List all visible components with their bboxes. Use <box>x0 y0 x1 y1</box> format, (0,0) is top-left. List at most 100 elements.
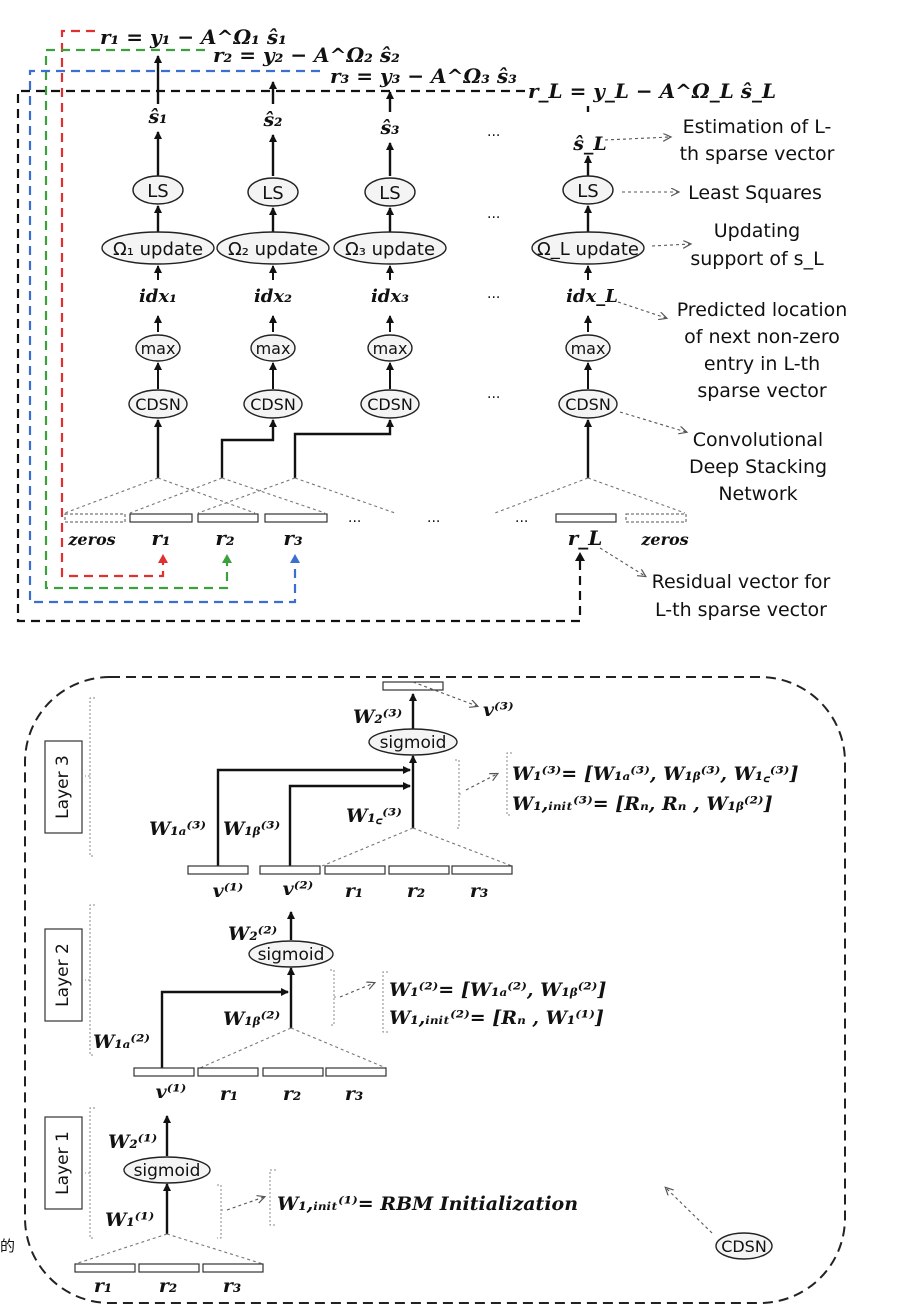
loop-rL <box>16 89 585 623</box>
max-label-2: max <box>256 339 291 358</box>
note-updating-1: Updating <box>714 220 801 242</box>
column-3: ŝ₃ LS Ω₃ update idx₃ max CDSN <box>293 91 447 478</box>
w1-1-label: W₁⁽¹⁾ <box>105 1209 154 1231</box>
note-cdsn-2: Deep Stacking <box>689 456 827 478</box>
svg-text:...: ... <box>515 510 528 526</box>
l2-v1-box <box>133 1067 195 1077</box>
w1c-3-label: W₁꜀⁽³⁾ <box>346 805 402 827</box>
ls-node-3 <box>364 177 416 207</box>
ls-label-3: LS <box>379 183 400 204</box>
note-predicted-4: sparse vector <box>697 380 826 402</box>
residual-equations: r₁ = y₁ − A^Ω₁ ŝ₁ r₂ = y₂ − A^Ω₂ ŝ₂ r₃ =… <box>100 25 776 103</box>
top-feedback-loops <box>16 29 585 623</box>
l1-r1-box <box>74 1263 136 1273</box>
column-L: ŝ_L LS Ω_L update idx_L max CDSN <box>531 106 645 478</box>
l2-r2-box <box>262 1067 324 1077</box>
layer-labels: Layer 3 Layer 2 Layer 1 <box>44 740 83 1210</box>
note-predicted-3: entry in L-th <box>704 353 820 375</box>
idx-3: idx₃ <box>371 286 409 307</box>
cdsn-legend-node <box>715 1232 773 1260</box>
l3-r3-box <box>451 865 513 875</box>
l3-r1-box <box>324 865 386 875</box>
update-label-3: Ω₃ update <box>345 239 435 260</box>
cdsn-node-L <box>558 389 618 419</box>
l3-v2-label: v⁽²⁾ <box>283 878 314 900</box>
idx-1: idx₁ <box>139 286 177 307</box>
l3-r1-label: r₁ <box>345 880 363 902</box>
l1-r3-box <box>202 1263 264 1273</box>
layer1-box <box>44 1116 83 1210</box>
note-updating-2: support of s_L <box>690 248 824 270</box>
column-2: ŝ₂ LS Ω₂ update idx₂ max CDSN <box>216 81 330 478</box>
svg-text:...: ... <box>348 510 361 526</box>
max-label-1: max <box>141 339 176 358</box>
idx-L: idx_L <box>566 286 618 307</box>
cdsn-node-3 <box>360 389 420 419</box>
sigmoid-label-1: sigmoid <box>134 1161 201 1181</box>
layer-3: v⁽³⁾ W₂⁽³⁾ sigmoid W₁ₐ⁽³⁾ W₁ᵦ⁽³⁾ W₁꜀⁽³⁾ … <box>149 681 798 902</box>
layer-1: W₂⁽¹⁾ sigmoid W₁⁽¹⁾ W₁,ᵢₙᵢₜ⁽¹⁾= RBM Init… <box>74 1115 578 1297</box>
side-character: 的 <box>0 1237 15 1255</box>
ls-label-L: LS <box>577 181 598 202</box>
cdsn-label-L: CDSN <box>565 395 611 414</box>
top-ellipses: ... ... ... ... ... ... ... <box>348 124 528 526</box>
w1init-2-eq: W₁,ᵢₙᵢₜ⁽²⁾= [Rₙ , W₁⁽¹⁾] <box>389 1007 604 1029</box>
w1b-2-label: W₁ᵦ⁽²⁾ <box>223 1008 280 1030</box>
svg-text:...: ... <box>487 124 500 140</box>
note-cdsn-3: Network <box>718 483 797 505</box>
w2-1-label: W₂⁽¹⁾ <box>108 1131 157 1153</box>
max-node-2 <box>250 334 296 362</box>
layer3-label: Layer 3 <box>53 755 73 819</box>
zeros-box-left <box>64 513 126 523</box>
update-label-1: Ω₁ update <box>113 239 203 260</box>
l2-r1-box <box>197 1067 259 1077</box>
l3-r2-label: r₂ <box>407 880 425 902</box>
l2-r2-label: r₂ <box>283 1083 301 1105</box>
note-estimation-1: Estimation of L- <box>683 116 832 138</box>
layer3-box <box>44 740 83 834</box>
top-input-vectors: zeros r₁ r₂ r₃ r_L zeros <box>64 513 689 550</box>
svg-text:...: ... <box>487 386 500 402</box>
svg-text:...: ... <box>487 206 500 222</box>
loop-r1 <box>60 29 168 578</box>
max-label-L: max <box>571 339 606 358</box>
w2-3-label: W₂⁽³⁾ <box>353 706 402 728</box>
svg-text:...: ... <box>427 510 440 526</box>
w1init-1-eq: W₁,ᵢₙᵢₜ⁽¹⁾= RBM Initialization <box>277 1193 578 1215</box>
l3-r3-label: r₃ <box>470 880 488 902</box>
note-least-squares: Least Squares <box>688 182 822 204</box>
l1-r2-box <box>138 1263 200 1273</box>
cdsn-label-1: CDSN <box>135 395 181 414</box>
ls-node-1 <box>132 175 184 205</box>
residual-eq-L: r_L = y_L − A^Ω_L ŝ_L <box>528 79 776 103</box>
cdsn-node-2 <box>243 389 303 419</box>
max-node-L <box>565 334 611 362</box>
note-residual-2: L-th sparse vector <box>655 599 827 621</box>
w1-2-eq: W₁⁽²⁾= [W₁ₐ⁽²⁾, W₁ᵦ⁽²⁾] <box>389 979 606 1001</box>
estimate-sL: ŝ_L <box>572 133 607 155</box>
update-node-3 <box>333 231 447 265</box>
max-label-3: max <box>373 339 408 358</box>
ls-node-2 <box>247 177 299 207</box>
layer-2: W₂⁽²⁾ sigmoid W₁ₐ⁽²⁾ W₁ᵦ⁽²⁾ W₁⁽²⁾= [W₁ₐ⁽… <box>93 911 606 1105</box>
ls-label-1: LS <box>147 181 168 202</box>
loop-r3 <box>28 69 320 604</box>
w1-3-eq: W₁⁽³⁾= [W₁ₐ⁽³⁾, W₁ᵦ⁽³⁾, W₁꜀⁽³⁾] <box>512 763 798 785</box>
svg-text:...: ... <box>487 286 500 302</box>
column-1: ŝ₁ LS Ω₁ update idx₁ max CDSN <box>101 55 215 478</box>
l3-v1-box <box>187 865 249 875</box>
update-label-L: Ω_L update <box>537 239 639 260</box>
w2-2-label: W₂⁽²⁾ <box>228 923 277 945</box>
zeros-label-left: zeros <box>67 530 115 549</box>
zeros-label-right: zeros <box>640 530 688 549</box>
top-annotations: Estimation of L- th sparse vector Least … <box>599 116 847 621</box>
cdsn-detail-frame <box>24 676 846 1304</box>
note-predicted-2: of next non-zero <box>684 326 840 348</box>
cdsn-legend-label: CDSN <box>721 1237 767 1256</box>
max-node-1 <box>135 334 181 362</box>
w1b-3-label: W₁ᵦ⁽³⁾ <box>223 818 280 840</box>
update-node-2 <box>216 231 330 265</box>
top-fan-lines <box>64 477 686 514</box>
note-residual-1: Residual vector for <box>652 571 831 593</box>
l3-r2-box <box>388 865 450 875</box>
